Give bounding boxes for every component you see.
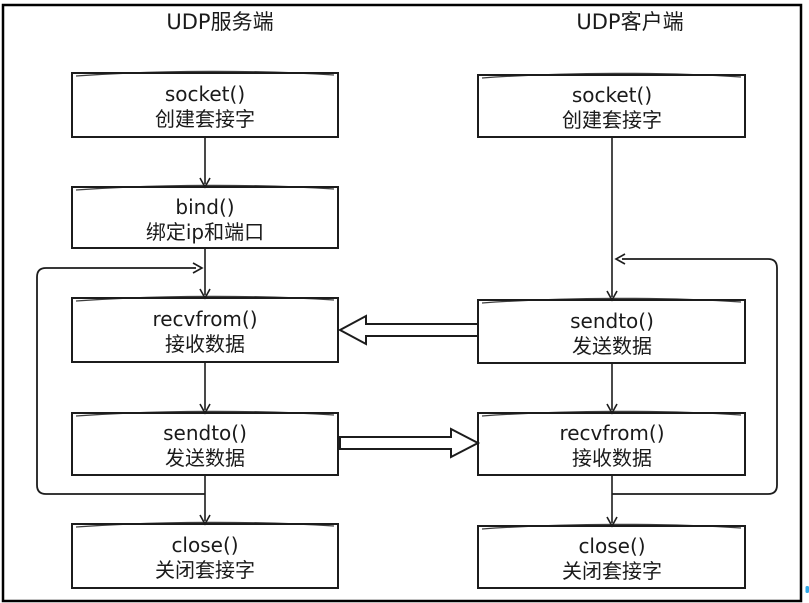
box-func-label: socket() xyxy=(165,82,245,106)
arrow-head xyxy=(192,262,204,274)
box-func-label: recvfrom() xyxy=(152,307,257,331)
arrow-head xyxy=(199,288,211,300)
loop-path xyxy=(36,267,205,495)
box-func-label: sendto() xyxy=(163,421,247,445)
arrow-head xyxy=(199,403,211,415)
client-recvfrom-to-close-arrow xyxy=(606,475,618,528)
client-socket-to-sendto-arrow xyxy=(606,137,618,302)
arrow-head xyxy=(614,253,626,265)
server-close-box: close() 关闭套接字 xyxy=(71,521,339,589)
server-sendto-box: sendto() 发送数据 xyxy=(71,410,339,476)
sketch-stroke xyxy=(481,297,742,304)
box-func-label: close() xyxy=(171,533,238,557)
sketch-stroke xyxy=(75,184,335,191)
arrow-head xyxy=(606,290,618,302)
box-func-label: sendto() xyxy=(570,309,654,333)
client-socket-box: socket() 创建套接字 xyxy=(477,72,746,138)
client-column-title: UDP客户端 xyxy=(576,10,683,34)
sketch-stroke xyxy=(75,410,335,417)
server-socket-to-bind-arrow xyxy=(199,137,211,189)
client-recvfrom-box: recvfrom() 接收数据 xyxy=(477,410,746,476)
box-desc-label: 接收数据 xyxy=(572,446,652,470)
sketch-stroke xyxy=(75,70,335,77)
server-recvfrom-box: recvfrom() 接收数据 xyxy=(71,295,339,363)
box-outline xyxy=(477,525,746,589)
server-sendto-to-close-arrow xyxy=(199,475,211,526)
arrow-head xyxy=(606,403,618,415)
client-sendto-to-server-recvfrom-arrow xyxy=(337,314,479,346)
arrow-head xyxy=(606,516,618,528)
server-bind-box: bind() 绑定ip和端口 xyxy=(71,184,339,249)
sketch-stroke xyxy=(481,72,742,79)
server-sendto-to-client-recvfrom-arrow xyxy=(339,427,481,459)
server-column-title: UDP服务端 xyxy=(166,10,273,34)
sketch-stroke xyxy=(481,523,742,530)
client-sendto-to-recvfrom-arrow xyxy=(606,363,618,415)
box-desc-label: 创建套接字 xyxy=(562,108,662,132)
server-socket-box: socket() 创建套接字 xyxy=(71,70,339,138)
client-loop-back-line xyxy=(612,253,778,495)
box-outline xyxy=(71,297,339,363)
box-func-label: recvfrom() xyxy=(559,421,664,445)
box-outline xyxy=(477,74,746,138)
box-desc-label: 发送数据 xyxy=(572,334,652,358)
arrow-head xyxy=(199,177,211,189)
box-desc-label: 关闭套接字 xyxy=(155,558,255,582)
box-desc-label: 发送数据 xyxy=(165,446,245,470)
blue-cursor-artifact xyxy=(805,586,809,593)
sketch-stroke xyxy=(75,521,335,528)
client-close-box: close() 关闭套接字 xyxy=(477,523,746,589)
box-desc-label: 接收数据 xyxy=(165,332,245,356)
box-desc-label: 创建套接字 xyxy=(155,107,255,131)
server-loop-back-line xyxy=(36,262,205,495)
server-recvfrom-to-sendto-arrow xyxy=(199,362,211,415)
box-desc-label: 关闭套接字 xyxy=(562,559,662,583)
box-outline xyxy=(71,523,339,589)
arrow-head xyxy=(199,514,211,526)
diagram-border xyxy=(1,3,803,603)
sketch-stroke xyxy=(481,410,742,417)
box-outline xyxy=(477,412,746,476)
server-bind-to-recvfrom-arrow xyxy=(199,248,211,300)
box-desc-label: 绑定ip和端口 xyxy=(146,220,264,244)
client-sendto-box: sendto() 发送数据 xyxy=(477,297,746,364)
sketch-stroke xyxy=(75,295,335,302)
box-func-label: bind() xyxy=(175,195,234,219)
box-func-label: close() xyxy=(578,534,645,558)
box-outline xyxy=(71,186,339,249)
loop-path xyxy=(612,258,778,495)
box-func-label: socket() xyxy=(572,83,652,107)
